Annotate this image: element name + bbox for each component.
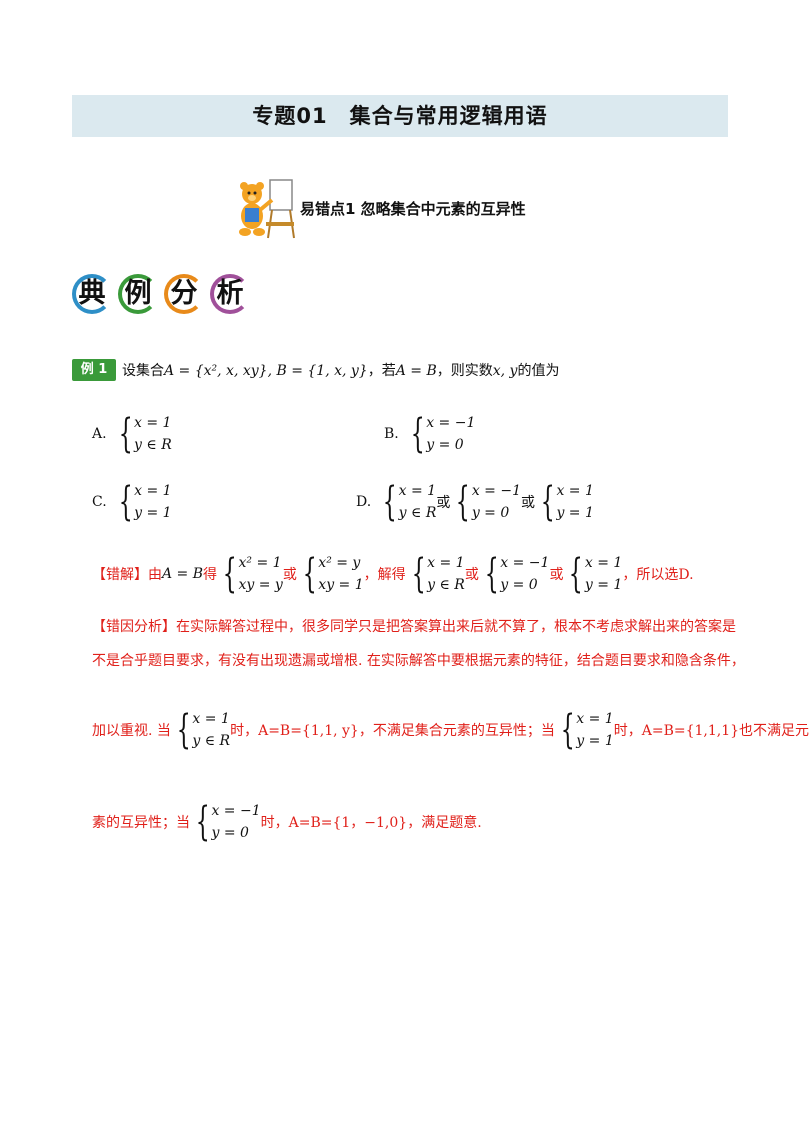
page-title: 专题01 集合与常用逻辑用语 [252,104,548,128]
question-stem: 设集合A = {x², x, xy}, B = {1, x, y}，若A = B… [122,363,560,379]
analysis-line-2: 不是合乎题目要求，有没有出现遗漏或增根. 在实际解答中要根据元素的特征，结合题目… [92,653,745,669]
error-point-heading: 易错点1 忽略集合中元素的互异性 [300,200,526,218]
badge-li: 例 [118,274,158,314]
badge-xi: 析 [210,274,250,314]
analysis-line-1: 【错因分析】在实际解答过程中，很多同学只是把答案算出来后就不算了，根本不考虑求解… [92,619,736,635]
badge-fen: 分 [164,274,204,314]
title-bar: 专题01 集合与常用逻辑用语 [72,95,728,137]
example-tag: 例 1 [72,359,116,381]
bear-painter-icon [239,179,295,239]
badge-dian: 典 [72,274,112,314]
section-badges: 典 例 分 析 [72,272,250,318]
